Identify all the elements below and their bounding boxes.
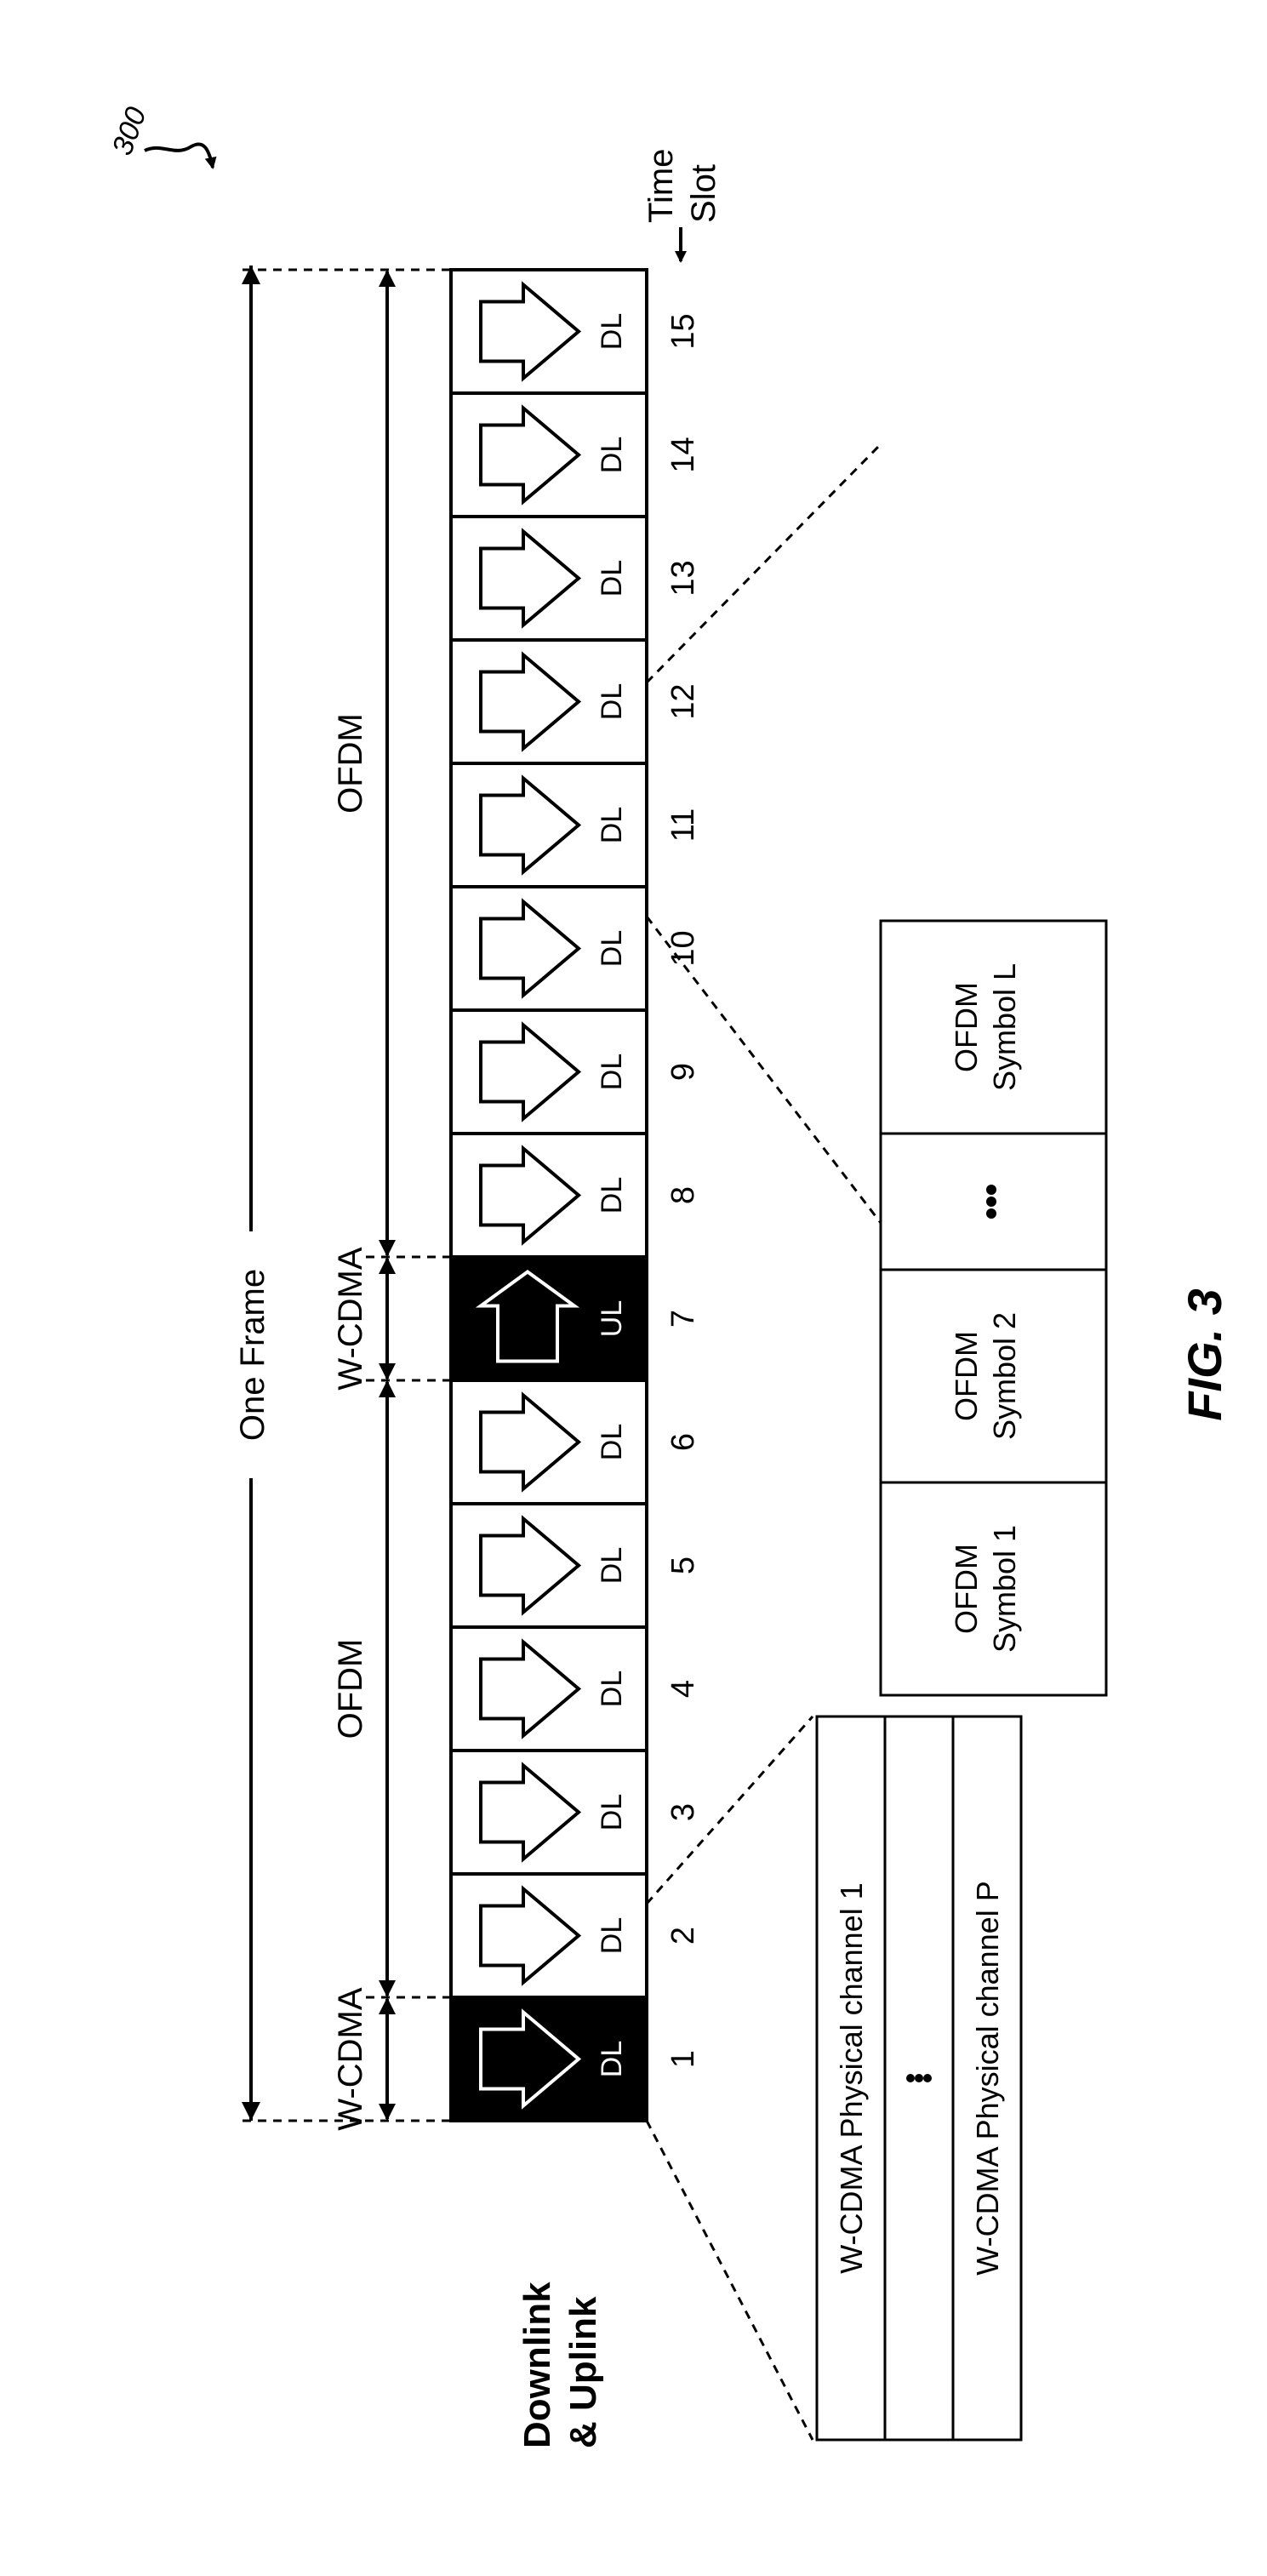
slot-direction-label: DL <box>596 683 628 720</box>
slot-number: 11 <box>665 808 701 842</box>
time-slot-7: UL 7 <box>451 1257 701 1380</box>
slot-direction-label: DL <box>596 930 628 967</box>
slot-direction-label: DL <box>596 1054 628 1090</box>
segment-label: W-CDMA <box>332 1247 369 1390</box>
segment-boundaries <box>243 270 451 2121</box>
slot-number: 2 <box>665 1927 701 1945</box>
time-slot-3: DL 3 <box>451 1751 701 1874</box>
diagram-title-line2: & Uplink <box>562 2296 604 2448</box>
slot-number: 7 <box>665 1310 701 1328</box>
ofdm-symbol-cell-1: OFDMSymbol 1 <box>881 1482 1106 1695</box>
ofdm-symbol-row: OFDMSymbol 1OFDMSymbol 2OFDMSymbol L <box>881 921 1106 1695</box>
slot-number: 10 <box>665 930 701 966</box>
segment-4: OFDM <box>332 270 396 1257</box>
ofdm-symbol-line2: Symbol 1 <box>987 1525 1022 1653</box>
slot-direction-label: DL <box>596 1917 628 1954</box>
wcdma-detail: W-CDMA Physical channel 1 W-CDMA Physica… <box>647 1716 1021 2440</box>
time-slot-8: DL 8 <box>451 1134 701 1257</box>
time-slot-4: DL 4 <box>451 1627 701 1751</box>
one-frame-dimension: One Frame <box>234 266 271 2121</box>
slot-number: 14 <box>665 437 701 472</box>
slot-number: 4 <box>665 1680 701 1698</box>
segment-dimensions: W-CDMA OFDM W-CDMA OFDM <box>332 270 396 2131</box>
ofdm-symbol-line1: OFDM <box>949 1331 984 1421</box>
slot-number: 5 <box>665 1556 701 1574</box>
slot-direction-label: DL <box>596 1794 628 1831</box>
reference-arrow <box>145 144 213 168</box>
slot-direction-label: DL <box>596 560 628 597</box>
ofdm-detail: OFDMSymbol 1OFDMSymbol 2OFDMSymbol L <box>647 444 1106 1695</box>
time-slot-1: DL 1 <box>451 1997 701 2121</box>
ofdm-ellipsis <box>986 1185 996 1219</box>
slot-direction-label: DL <box>596 807 628 843</box>
time-slot-row: DL1DL2DL3DL4DL5DL6UL7DL8DL9DL10DL11DL12D… <box>451 270 701 2121</box>
one-frame-label: One Frame <box>234 1269 271 1441</box>
slot-direction-label: DL <box>596 1424 628 1460</box>
segment-2: OFDM <box>332 1380 396 1997</box>
slot-number: 13 <box>665 560 701 596</box>
diagram-title-line1: Downlink <box>517 2282 558 2448</box>
slot-direction-label: DL <box>596 1671 628 1707</box>
slot-number: 8 <box>665 1186 701 1204</box>
slot-direction-label: DL <box>596 2041 628 2077</box>
slot-direction-label: UL <box>596 1300 628 1337</box>
slot-direction-label: DL <box>596 313 628 350</box>
figure-caption: FIG. 3 <box>1178 1288 1231 1421</box>
segment-1: W-CDMA <box>332 1987 396 2130</box>
time-slot-15: DL 15 <box>451 270 701 393</box>
slot-number: 9 <box>665 1063 701 1081</box>
slot-direction-label: DL <box>596 437 628 473</box>
segment-label: OFDM <box>332 713 369 814</box>
wcdma-ellipsis <box>906 2074 932 2082</box>
ofdm-symbol-cell-3 <box>881 1134 1106 1270</box>
segment-3: W-CDMA <box>332 1247 396 1390</box>
ofdm-symbol-cell-4: OFDMSymbol L <box>881 921 1106 1134</box>
time-slot-9: DL 9 <box>451 1010 701 1134</box>
slot-direction-label: DL <box>596 1547 628 1584</box>
segment-label: W-CDMA <box>332 1987 369 2130</box>
time-slot-14: DL 14 <box>451 393 701 517</box>
wcdma-physical-channel-p: W-CDMA Physical channel P <box>970 1881 1005 2276</box>
slot-number: 15 <box>665 313 701 349</box>
time-slot-10: DL 10 <box>451 887 701 1010</box>
segment-label: OFDM <box>332 1639 369 1739</box>
time-slot-12: DL 12 <box>451 640 701 763</box>
slot-number: 6 <box>665 1433 701 1451</box>
time-slot-13: DL 13 <box>451 517 701 640</box>
time-slot-label-line2: Slot <box>685 164 722 223</box>
ofdm-symbol-line1: OFDM <box>949 982 984 1072</box>
ofdm-symbol-line1: OFDM <box>949 1544 984 1634</box>
wcdma-physical-channel-1: W-CDMA Physical channel 1 <box>834 1882 869 2274</box>
ofdm-symbol-line2: Symbol 2 <box>987 1312 1022 1440</box>
time-slot-label-line1: Time <box>642 149 680 223</box>
slot-number: 12 <box>665 683 701 719</box>
ofdm-symbol-line2: Symbol L <box>987 963 1022 1091</box>
time-slot-6: DL 6 <box>451 1380 701 1504</box>
slot-number: 1 <box>665 2050 701 2068</box>
slot-number: 3 <box>665 1803 701 1821</box>
ofdm-symbol-cell-2: OFDMSymbol 2 <box>881 1270 1106 1482</box>
time-slot-5: DL 5 <box>451 1504 701 1627</box>
time-slot-11: DL 11 <box>451 763 701 887</box>
slot-direction-label: DL <box>596 1177 628 1214</box>
time-slot-2: DL 2 <box>451 1874 701 1997</box>
